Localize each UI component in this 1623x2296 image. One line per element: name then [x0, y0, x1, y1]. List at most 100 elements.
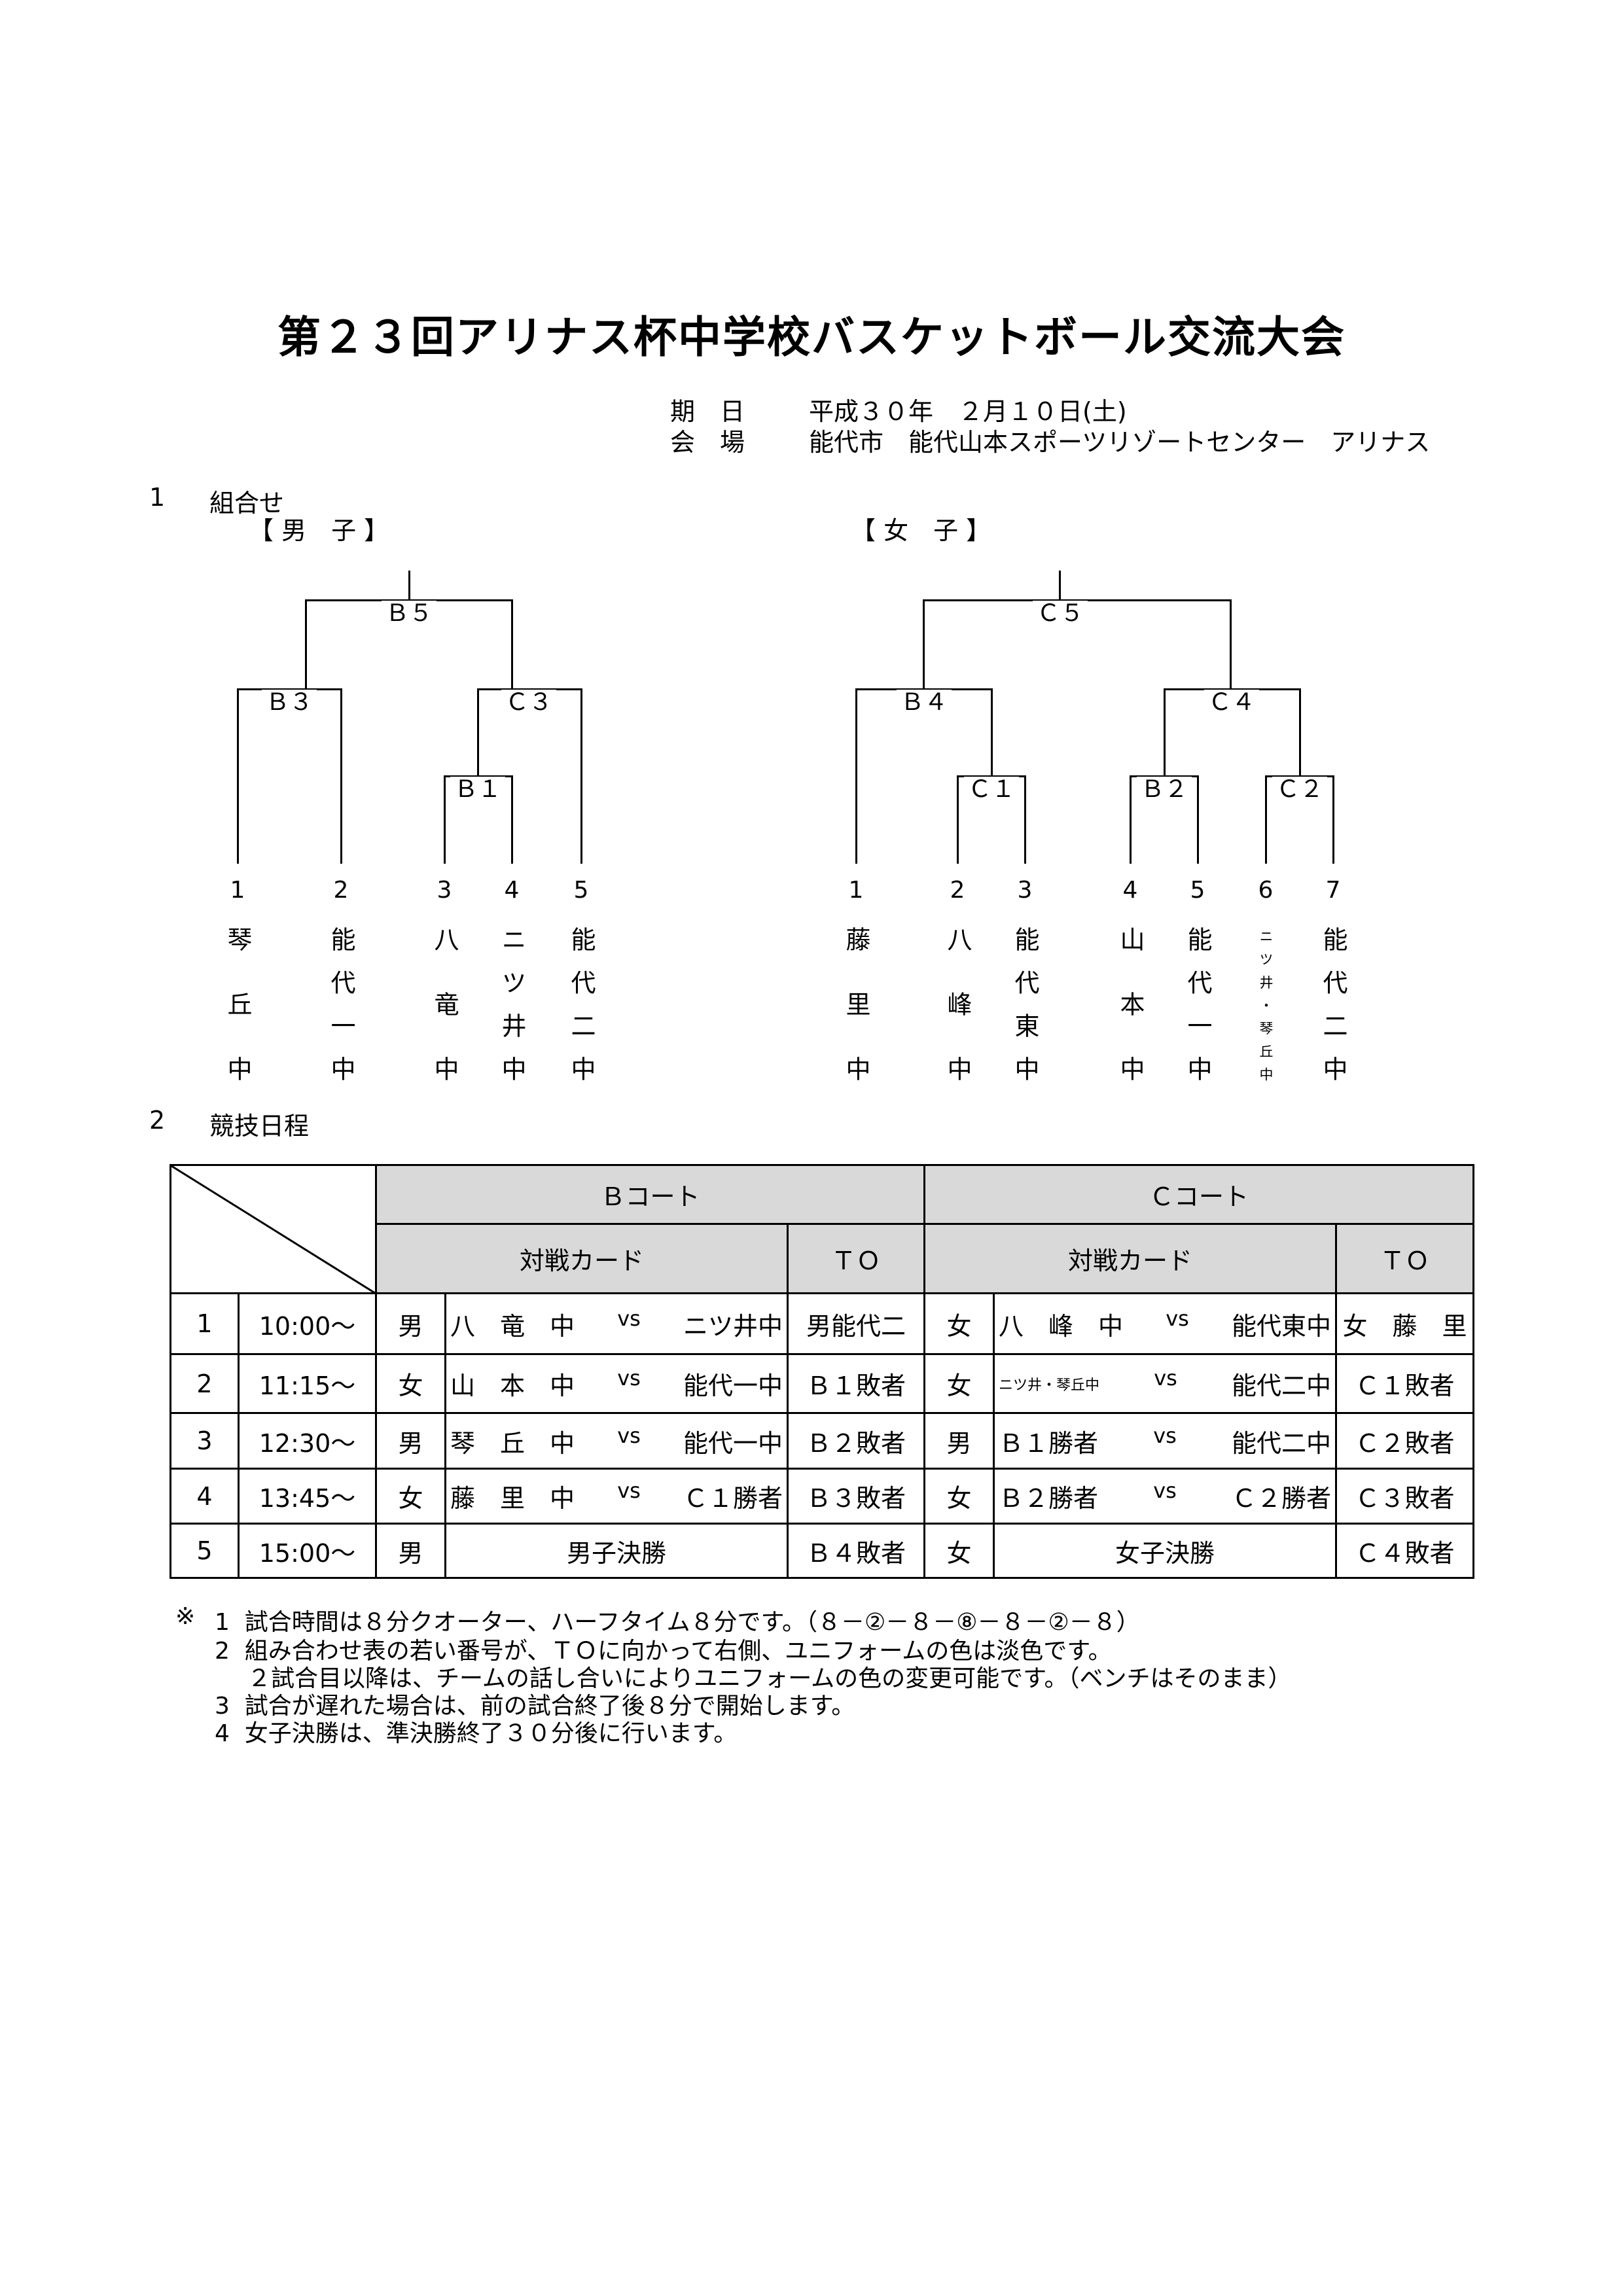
c-card: 女子決勝: [993, 1523, 1337, 1579]
to-header: ＴＯ: [787, 1223, 925, 1294]
card-header: 対戦カード: [375, 1223, 789, 1294]
c-away-team: 能代二中: [1231, 1371, 1331, 1400]
b-to: Ｂ４敗者: [787, 1523, 925, 1579]
b-home-team: 八 竜 中: [450, 1311, 575, 1341]
girls-first-label: Ｃ１: [963, 777, 1020, 803]
b-sex: 男: [375, 1412, 446, 1470]
boys-semi-label: Ｃ３: [501, 690, 557, 716]
b-to: Ｂ２敗者: [787, 1412, 925, 1470]
b-card: 男子決勝: [444, 1523, 789, 1579]
boys-first-label: Ｂ１: [450, 777, 506, 803]
vs-label: vs: [1154, 1366, 1177, 1390]
c-sex: 女: [923, 1523, 995, 1579]
b-home-team: 琴 丘 中: [450, 1428, 575, 1458]
game-time: 13:45〜: [238, 1468, 377, 1525]
team-number: 4: [1122, 877, 1138, 904]
section2-label: 競技日程: [209, 1112, 310, 1140]
b-home-team: 山 本 中: [450, 1371, 575, 1400]
c-card: 八 峰 中 vs 能代東中: [993, 1292, 1337, 1355]
b-card: 八 竜 中 vs ニツ井中: [444, 1292, 789, 1355]
c-sex: 女: [923, 1292, 995, 1355]
vs-label: vs: [1153, 1422, 1177, 1448]
team-name: 能代二中: [567, 927, 596, 1081]
team-number: 6: [1258, 877, 1274, 904]
team-name: 八峰中: [943, 927, 972, 1081]
team-name: 山本中: [1116, 927, 1145, 1081]
team-name: 藤里中: [842, 927, 870, 1081]
c-home-team: Ｂ２勝者: [999, 1484, 1099, 1513]
court-b-header: Ｂコート: [375, 1164, 925, 1225]
vs-label: vs: [617, 1478, 641, 1503]
to-header: ＴＯ: [1335, 1223, 1474, 1294]
team-number: 5: [573, 877, 589, 904]
c-home-team: Ｂ１勝者: [999, 1428, 1099, 1458]
section2-number: 2: [149, 1106, 166, 1135]
game-number: 4: [169, 1468, 240, 1525]
game-number: 1: [169, 1292, 240, 1355]
section1-number: 1: [149, 483, 166, 512]
vs-label: vs: [617, 1305, 641, 1331]
team-name: 能代一中: [1183, 927, 1212, 1081]
c-to: Ｃ４敗者: [1335, 1523, 1474, 1579]
team-number: 4: [504, 877, 520, 904]
c-away-team: Ｃ２勝者: [1231, 1484, 1331, 1513]
c-to: Ｃ３敗者: [1335, 1468, 1474, 1525]
boys-heading: 【 男 子 】: [249, 516, 389, 545]
team-name: 能代東中: [1010, 927, 1039, 1081]
card-header: 対戦カード: [923, 1223, 1337, 1294]
team-name: 能代一中: [327, 927, 355, 1081]
c-to: Ｃ１敗者: [1335, 1353, 1474, 1414]
team-number: 3: [1017, 877, 1033, 904]
team-number: 5: [1190, 877, 1205, 904]
game-time: 11:15〜: [238, 1353, 377, 1414]
game-time: 15:00〜: [238, 1523, 377, 1579]
diagonal-corner-cell: [169, 1164, 377, 1294]
b-away-team: Ｃ１勝者: [683, 1484, 783, 1513]
team-name: 琴丘中: [223, 927, 252, 1081]
c-to: 女 藤 里: [1335, 1292, 1474, 1355]
game-number: 5: [169, 1523, 240, 1579]
team-number: 2: [950, 877, 965, 904]
b-sex: 女: [375, 1353, 446, 1414]
b-to: Ｂ３敗者: [787, 1468, 925, 1525]
c-home-team: 八 峰 中: [999, 1311, 1124, 1341]
team-number: 1: [848, 877, 864, 904]
table-row: 5 15:00〜 男 男子決勝 Ｂ４敗者 女 女子決勝 Ｃ４敗者: [169, 1523, 1474, 1579]
note-item: 4 女子決勝は、準決勝終了３０分後に行います。: [215, 1720, 738, 1747]
team-name: ニツ井中: [497, 927, 526, 1081]
girls-semi-label: Ｃ４: [1204, 690, 1260, 716]
team-number: 1: [230, 877, 245, 904]
game-number: 2: [169, 1353, 240, 1414]
section1-label: 組合せ: [209, 489, 285, 518]
girls-final-label: Ｃ５: [1032, 601, 1088, 627]
b-away-team: 能代一中: [683, 1428, 783, 1458]
c-sex: 女: [923, 1353, 995, 1414]
c-card: ニツ井・琴丘中 vs 能代二中: [993, 1353, 1337, 1414]
b-to: Ｂ１敗者: [787, 1353, 925, 1414]
girls-semi-label: Ｂ４: [896, 690, 952, 716]
b-sex: 男: [375, 1523, 446, 1579]
c-home-team: ニツ井・琴丘中: [999, 1377, 1100, 1394]
boys-final-label: Ｂ５: [381, 601, 437, 627]
team-name: 能代二中: [1319, 927, 1347, 1081]
venue-value: 能代市 能代山本スポーツリゾートセンター アリナス: [809, 428, 1431, 457]
b-sex: 女: [375, 1468, 446, 1525]
boys-semi-label: Ｂ３: [261, 690, 317, 716]
vs-label: vs: [617, 1422, 641, 1448]
note-item: 1 試合時間は８分クオーター、ハーフタイム８分です。（８－②－８－⑧－８－②－８…: [215, 1609, 1140, 1636]
b-card: 琴 丘 中 vs 能代一中: [444, 1412, 789, 1470]
c-away-team: 能代東中: [1231, 1311, 1331, 1341]
vs-label: vs: [1166, 1305, 1189, 1331]
girls-first-label: Ｂ２: [1136, 777, 1192, 803]
vs-label: vs: [617, 1366, 641, 1390]
b-away-team: ニツ井中: [683, 1311, 783, 1341]
